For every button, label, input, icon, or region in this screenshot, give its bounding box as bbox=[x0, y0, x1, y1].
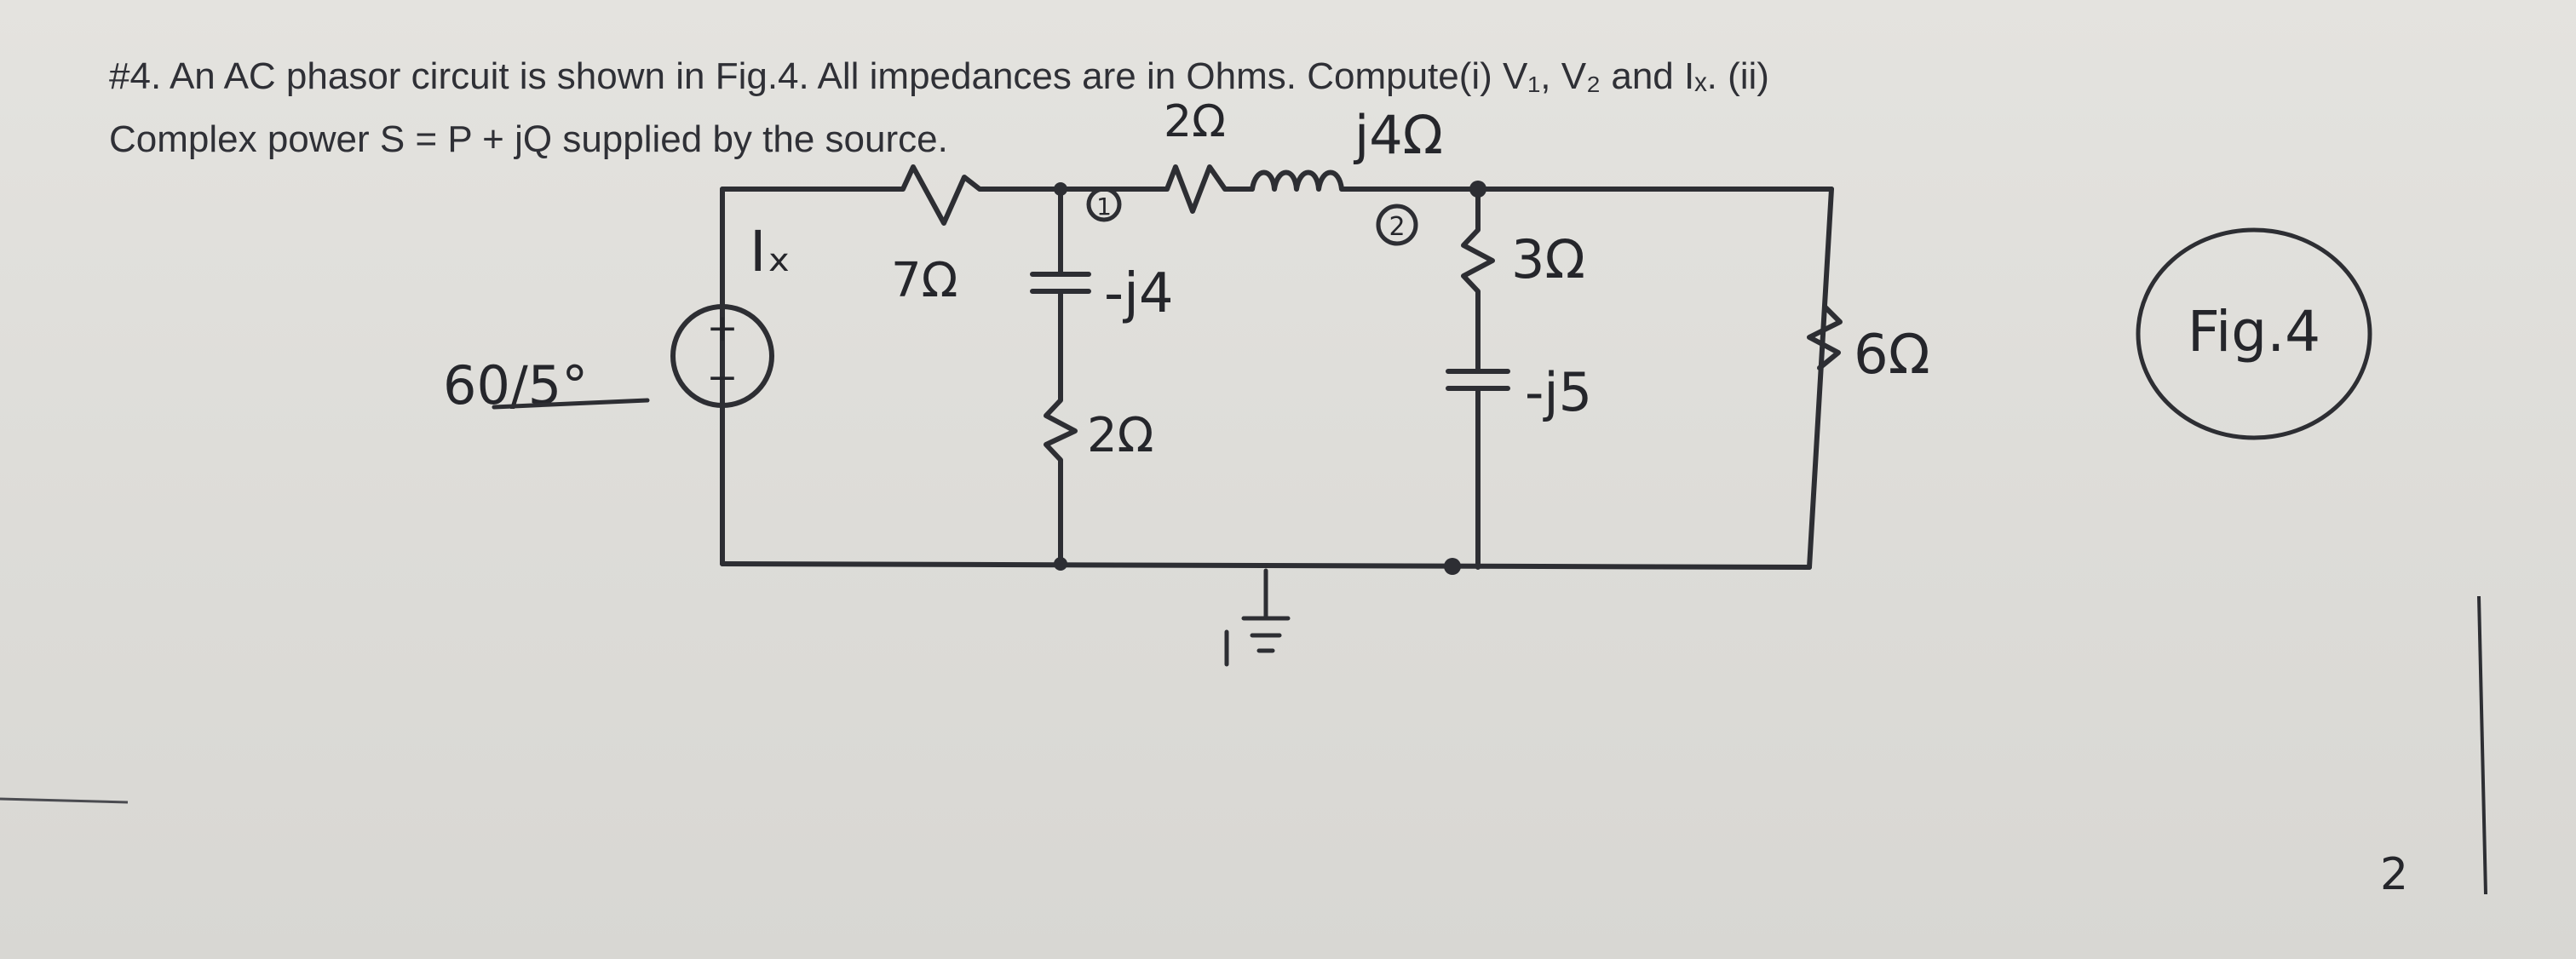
node-dot-top-1 bbox=[1054, 182, 1067, 196]
wire-right bbox=[1807, 187, 1834, 570]
node-dot-bottom-1 bbox=[1054, 557, 1067, 571]
branch2-resistor-label: 3Ω bbox=[1511, 228, 1585, 290]
node-2-label: 2 bbox=[1389, 212, 1405, 242]
branch1-wire bbox=[1044, 187, 1078, 566]
node-1-marker bbox=[1086, 187, 1122, 222]
node-dot-top-2 bbox=[1469, 181, 1486, 198]
wire-bottom bbox=[720, 561, 1812, 570]
capacitor-minus-j4 bbox=[1030, 272, 1091, 294]
capacitor-minus-j5-label: -j5 bbox=[1525, 361, 1592, 423]
node-dot-bottom-2 bbox=[1444, 558, 1461, 575]
circuit-diagram: + − 1 2 60/5° Iₓ 7Ω 2Ω j4Ω -j4 2Ω 3Ω -j5… bbox=[443, 96, 2372, 667]
left-margin-line bbox=[0, 797, 129, 804]
resistor-2ohm-series-label: 2Ω bbox=[1164, 96, 1226, 147]
capacitor-minus-j4-label: -j4 bbox=[1104, 262, 1174, 325]
page-number: 2 bbox=[2380, 849, 2408, 900]
problem-line-2: Complex power S = P + jQ supplied by the… bbox=[109, 118, 948, 160]
resistor-6ohm bbox=[1807, 304, 1843, 370]
ground-icon bbox=[1224, 568, 1291, 667]
source-minus: − bbox=[707, 356, 739, 399]
branch1-resistor-label: 2Ω bbox=[1087, 408, 1153, 463]
node-1-label: 1 bbox=[1096, 192, 1112, 221]
figure-label-circle bbox=[2136, 227, 2372, 440]
load-resistor-label: 6Ω bbox=[1854, 324, 1930, 387]
branch2-wire bbox=[1461, 187, 1495, 570]
figure-label: Fig.4 bbox=[2188, 299, 2320, 365]
node-2-marker bbox=[1376, 204, 1418, 246]
inductor-j4 bbox=[1250, 169, 1481, 192]
resistor-2ohm-series bbox=[1058, 164, 1255, 214]
inductor-j4-label: j4Ω bbox=[1353, 104, 1443, 166]
resistor-7ohm bbox=[720, 164, 1063, 226]
source-angle-underline bbox=[492, 398, 650, 410]
source-plus: + bbox=[707, 307, 739, 350]
voltage-source bbox=[670, 304, 774, 408]
right-margin-line bbox=[2477, 595, 2487, 895]
resistor-7ohm-label: 7Ω bbox=[891, 253, 957, 308]
capacitor-minus-j5 bbox=[1446, 369, 1510, 391]
problem-line-1: #4. An AC phasor circuit is shown in Fig… bbox=[109, 55, 1769, 97]
current-label: Iₓ bbox=[750, 219, 791, 284]
